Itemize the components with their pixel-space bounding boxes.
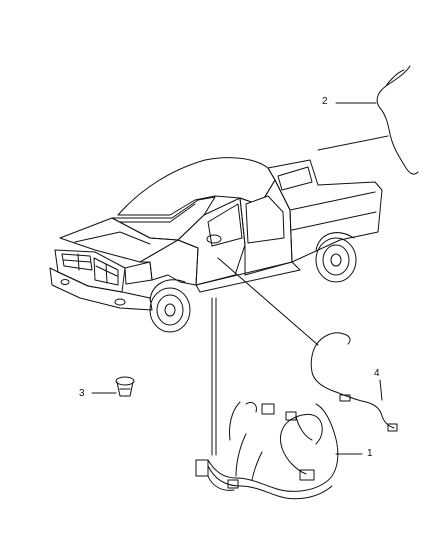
pickup-truck	[49, 157, 383, 333]
fastener-clip	[91, 376, 135, 397]
antenna-cable	[317, 65, 419, 175]
callout-2: 2	[322, 96, 328, 107]
callout-1: 1	[367, 448, 373, 459]
callout-4: 4	[374, 368, 380, 379]
callout-3: 3	[79, 388, 85, 399]
jumper-harness	[217, 257, 398, 432]
wiring-harness	[195, 297, 363, 500]
